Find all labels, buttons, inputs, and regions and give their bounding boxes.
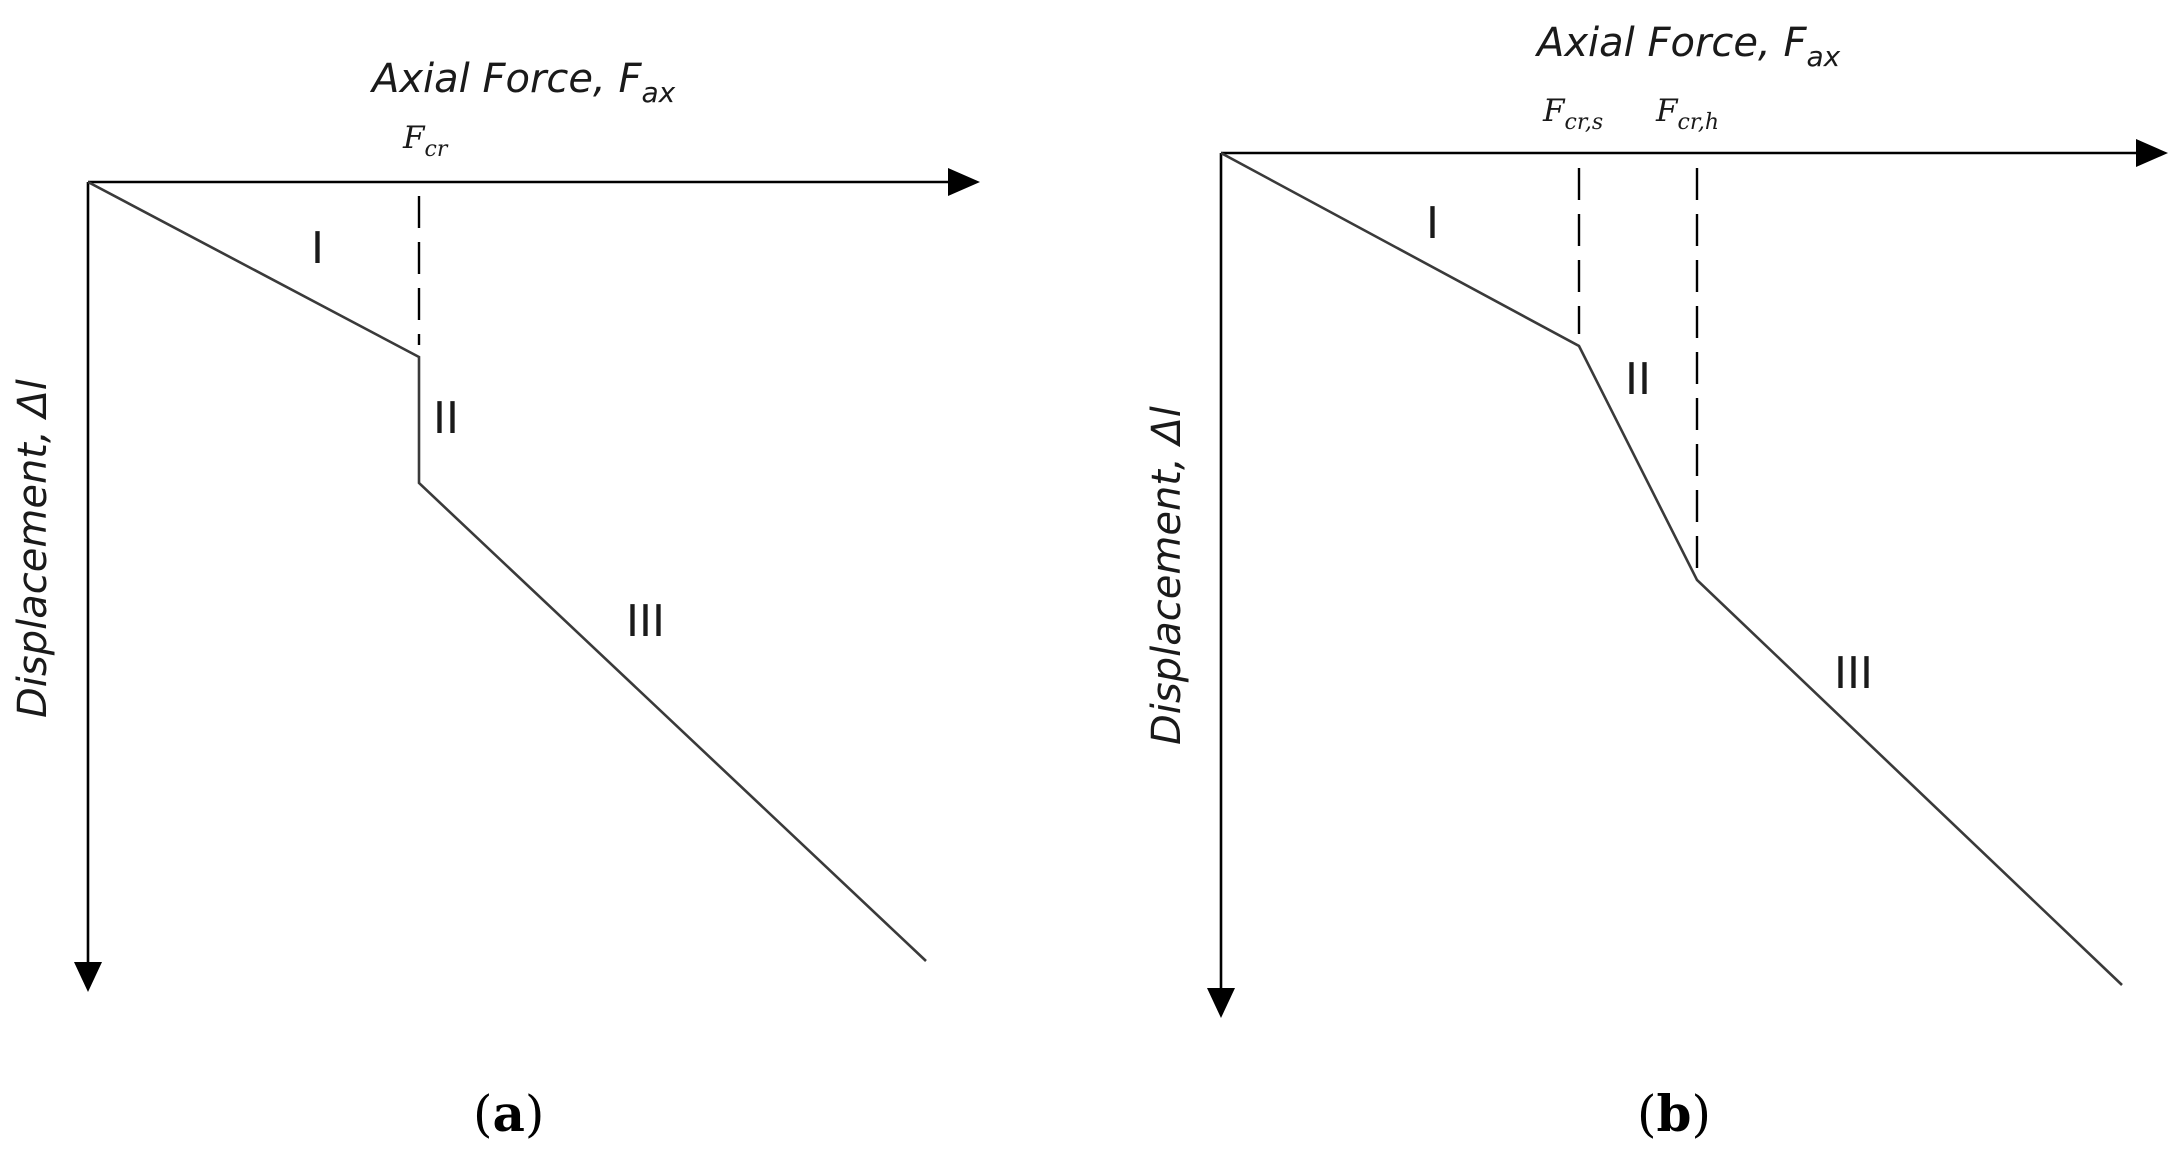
panel-b-region-label-i: I	[1426, 198, 1439, 249]
panel-a-x-axis-arrowhead	[948, 168, 980, 196]
panel-a-region-label-iii: III	[626, 596, 665, 647]
panel-b-region-label-ii: II	[1625, 354, 1651, 405]
panel-a-region-label-ii: II	[433, 393, 459, 444]
panel-a-region-label-i: I	[311, 223, 324, 274]
panel-b: Axial Force, Fax Displacement, Δl Fcr,s …	[1144, 20, 2168, 1143]
panel-a: Axial Force, Fax Displacement, Δl Fcr I …	[10, 56, 980, 1143]
panel-b-threshold-label-cr-s: Fcr,s	[1542, 93, 1603, 135]
panel-b-displacement-curve	[1220, 151, 2123, 986]
panel-a-x-axis-title: Axial Force, Fax	[369, 56, 676, 109]
panel-a-displacement-curve	[87, 180, 927, 962]
panel-b-y-axis-arrowhead	[1207, 988, 1235, 1018]
panel-a-label: (a)	[473, 1084, 544, 1143]
panel-b-threshold-label-cr-h: Fcr,h	[1655, 93, 1719, 135]
panel-b-x-axis-title: Axial Force, Fax	[1534, 20, 1841, 73]
panel-b-label: (b)	[1637, 1084, 1711, 1143]
panel-a-y-axis-title: Displacement, Δl	[10, 379, 56, 718]
panel-a-y-axis-arrowhead	[74, 962, 102, 992]
panel-b-y-axis-title: Displacement, Δl	[1144, 406, 1190, 745]
panel-b-x-axis-arrowhead	[2136, 139, 2168, 167]
panel-a-threshold-label-cr: Fcr	[402, 120, 449, 162]
panel-b-region-label-iii: III	[1834, 648, 1873, 699]
